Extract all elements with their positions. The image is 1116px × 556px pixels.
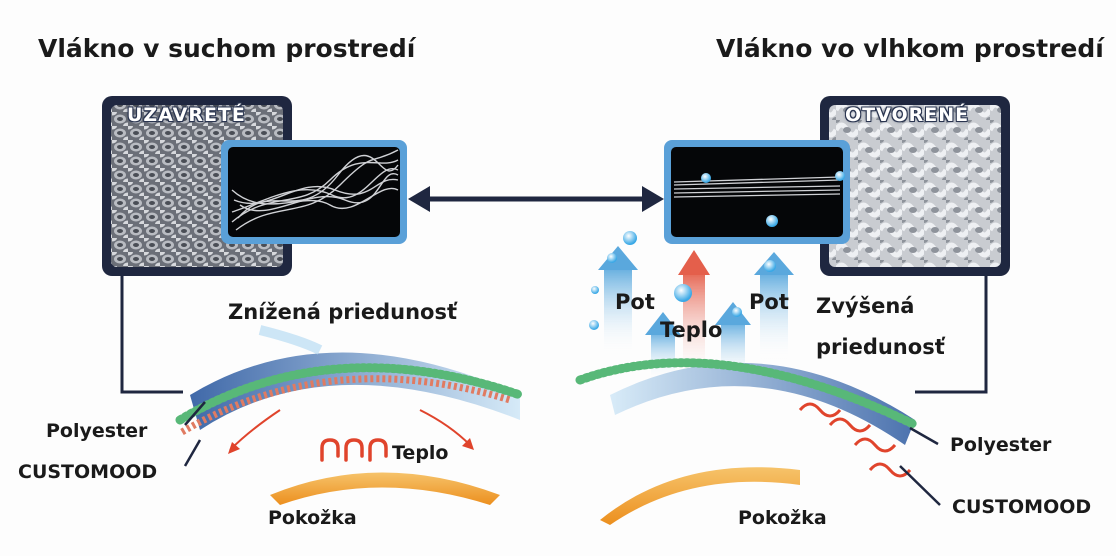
sweat-label-right: Pot	[749, 290, 789, 314]
left-polyester-label: Polyester	[46, 420, 148, 442]
right-title: Vlákno vo vlhkom prostredí	[716, 34, 1104, 63]
left-heat-label: Teplo	[392, 442, 449, 464]
left-fiber-inset	[221, 140, 407, 244]
double-arrow	[408, 186, 664, 212]
right-polyester-label: Polyester	[950, 434, 1052, 456]
right-customood-label: CUSTOMOOD	[952, 496, 1092, 518]
right-fabric-frame	[820, 96, 1010, 276]
right-skin-label: Pokožka	[738, 507, 827, 529]
sweat-label-left: Pot	[615, 290, 655, 314]
right-connector-line	[915, 276, 988, 394]
increased-permeability-line2: priedunosť	[816, 335, 945, 359]
open-badge: OTVORENÉ	[845, 104, 970, 126]
closed-badge: UZAVRETÉ	[127, 104, 246, 126]
leader-lines	[183, 401, 941, 506]
left-customood-label: CUSTOMOOD	[18, 461, 158, 483]
left-title: Vlákno v suchom prostredí	[38, 34, 416, 63]
reduced-permeability-label: Znížená priedunosť	[228, 300, 458, 324]
left-connector-line	[120, 276, 183, 394]
left-skin-label: Pokožka	[268, 507, 357, 529]
left-cross-section	[175, 325, 525, 505]
right-cross-section	[575, 231, 920, 525]
right-heat-label: Teplo	[660, 318, 723, 342]
increased-permeability-line1: Zvýšená	[816, 294, 915, 318]
right-fiber-inset	[664, 140, 850, 244]
